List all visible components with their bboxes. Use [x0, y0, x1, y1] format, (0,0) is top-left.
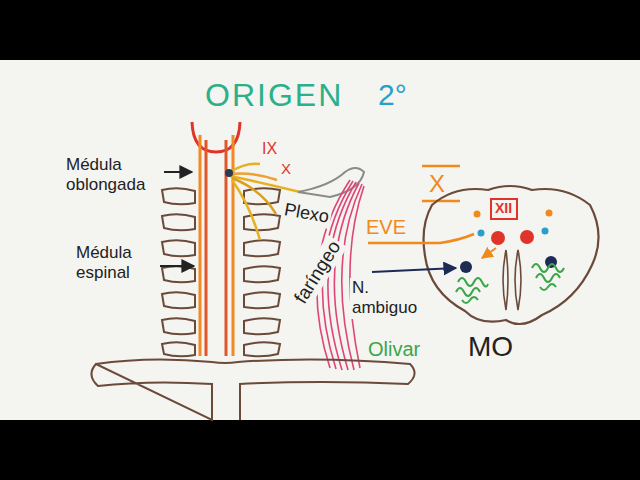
nerve [232, 180, 260, 240]
olive-squiggle [532, 264, 564, 290]
nucleus-label: EVE [366, 215, 406, 239]
nucleus-dot [225, 169, 233, 177]
structure-label: Médula espinal [76, 243, 156, 284]
cord-line [205, 140, 208, 356]
nucleus-dot [474, 211, 481, 218]
nucleus-dot [478, 230, 485, 237]
vertebra [244, 292, 280, 308]
nerve-number: X [281, 160, 291, 178]
nerve [230, 164, 260, 172]
title: ORIGEN [205, 76, 343, 114]
nucleus-dot [491, 231, 505, 245]
structure-label: Médula oblongada [66, 155, 158, 196]
small-arrow [482, 248, 496, 258]
nerve-nucleus-box: XII [490, 198, 518, 220]
vertebra [162, 240, 195, 256]
leader-arrow [372, 268, 456, 272]
section-label: MO [468, 330, 513, 364]
nerve-number: IX [262, 139, 277, 158]
nucleus-dot [520, 230, 534, 244]
vertebra [244, 342, 280, 356]
nucleus-number: XII [495, 201, 513, 216]
nerve-number: X [429, 170, 445, 199]
vertebra [244, 214, 280, 230]
nucleus-dot [546, 210, 553, 217]
whiteboard [0, 60, 640, 420]
nucleus-label: Olivar [368, 337, 420, 361]
numeral-bar [422, 200, 460, 203]
vertebra [244, 240, 280, 256]
vertebra [162, 214, 195, 230]
olive-squiggle [456, 278, 488, 303]
nucleus-dot [542, 228, 549, 235]
pyramid [503, 250, 508, 310]
cord-line [232, 135, 235, 356]
pyramid [515, 250, 521, 310]
vertebra [244, 318, 280, 334]
medulla-outline [424, 186, 599, 324]
vertebra [244, 266, 280, 282]
vertebra [162, 292, 195, 308]
nerve [230, 176, 300, 192]
nerve [232, 178, 276, 214]
ambiguus-dot [460, 261, 472, 273]
leader-arrow [160, 265, 194, 267]
muscle-fiber [350, 186, 364, 368]
cord-line [199, 135, 202, 356]
numeral-bar [422, 165, 460, 168]
vertebra [162, 342, 195, 356]
vertebra [162, 266, 195, 282]
pelvis-bone [91, 359, 414, 420]
vertebra [162, 188, 195, 204]
nucleus-label: N. ambiguo [350, 278, 429, 319]
number-label: 2° [378, 77, 407, 113]
leader-arrow [164, 171, 192, 173]
muscle-fiber [342, 184, 362, 370]
vertebra [162, 318, 195, 334]
vertebrae [162, 188, 280, 356]
